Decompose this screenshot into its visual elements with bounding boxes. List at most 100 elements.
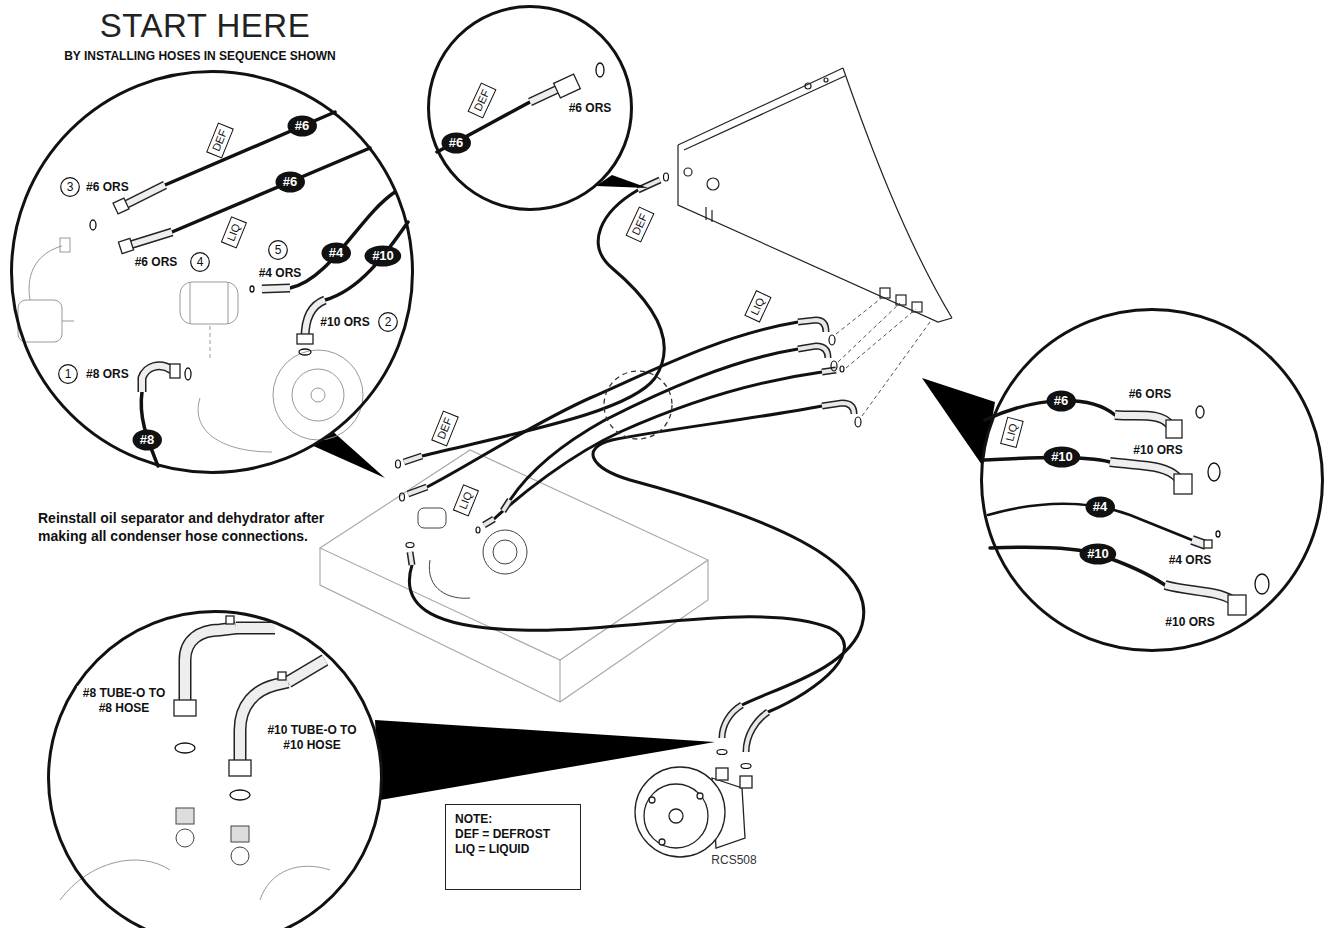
- o-ring: [250, 286, 254, 292]
- hose: [510, 349, 798, 500]
- badge-fill: [441, 133, 470, 154]
- fitting-nut: [554, 74, 581, 98]
- number-circle: [269, 241, 288, 260]
- hose-size: #8: [132, 429, 162, 451]
- hose-size: #6: [441, 132, 471, 154]
- badge-fill: [287, 116, 316, 137]
- hose-tag: DEF: [431, 410, 459, 446]
- step-number-circle: 3: [60, 177, 80, 197]
- leader-line: [836, 296, 884, 334]
- compressor: [740, 776, 752, 788]
- hose-tag: DEF: [468, 82, 497, 118]
- fitting: [530, 88, 560, 102]
- fitting-label: #4 ORS: [1167, 553, 1214, 568]
- badge-fill: [1046, 391, 1075, 412]
- fitting-label: #10 TUBE-O TO #10 HOSE: [261, 723, 363, 753]
- o-ring: [90, 63, 1269, 800]
- instruction-note: Reinstall oil separator and dehydrator a…: [38, 509, 338, 545]
- step-number: 2: [378, 312, 398, 332]
- hose-size: #6: [287, 115, 317, 137]
- detail-circle-outline: [982, 310, 1323, 651]
- o-ring: [396, 173, 862, 769]
- ghost-part: [260, 866, 330, 900]
- badge-fill: [275, 172, 304, 193]
- hose-size-badge: #4: [321, 242, 351, 264]
- hose-size-badge: #8: [132, 429, 162, 451]
- hose-tag: LIQ: [221, 216, 247, 248]
- hose-size-badge: #6: [1046, 390, 1076, 412]
- evaporator-unit: [912, 302, 922, 312]
- fitting: [404, 180, 854, 752]
- detail-circle: #6 ORS DEF #6: [427, 5, 633, 211]
- ghost-part: [180, 282, 238, 324]
- hose-tag: DEF: [206, 122, 234, 158]
- o-ring: [1196, 406, 1204, 418]
- step-number-circle: 1: [58, 364, 78, 384]
- ghost-part: [29, 246, 62, 300]
- fitting-label: #8 TUBE-O TO #8 HOSE: [77, 686, 171, 716]
- hose-tag-text: DEF: [210, 127, 230, 152]
- compressor: [659, 839, 665, 845]
- detail-ground: [11, 6, 1323, 928]
- detail-ground: [11, 71, 413, 473]
- evaporator-unit: [678, 145, 952, 322]
- ghost-part: [198, 398, 272, 452]
- compressor: [716, 768, 728, 780]
- hose-size-badge: #10: [1043, 446, 1081, 468]
- step-number: 4: [190, 252, 210, 272]
- o-ring: [400, 493, 405, 501]
- hose: [494, 372, 822, 519]
- o-ring: [299, 349, 311, 355]
- shape-outline: [47, 610, 383, 928]
- number-circle: [59, 365, 78, 384]
- leader-line: [836, 296, 930, 416]
- fitting-label: #8 ORS: [84, 367, 131, 382]
- ghost-part: [18, 238, 363, 900]
- fitting-nut: [174, 700, 196, 716]
- compressor-port: [231, 847, 249, 865]
- ghost-part: [190, 282, 228, 324]
- condenser-parts: [483, 530, 527, 574]
- detail-circle-outline: [12, 72, 413, 473]
- step-number: 3: [60, 177, 80, 197]
- hose-size: #4: [321, 242, 351, 264]
- badge-fill: [321, 243, 350, 264]
- number-circle: [379, 313, 398, 332]
- hose-size-badge: #10: [364, 245, 402, 267]
- o-ring: [230, 790, 250, 800]
- compressor: [669, 809, 683, 823]
- fitting-label: #6 ORS: [567, 101, 614, 116]
- hose-tag-text: DEF: [629, 211, 650, 236]
- compressor-port: [176, 808, 194, 824]
- hose: [409, 190, 863, 712]
- fitting: [404, 180, 854, 752]
- fitting-nut: [1228, 595, 1246, 615]
- hose-size: #6: [1046, 390, 1076, 412]
- evaporator-unit: [678, 68, 952, 322]
- hose-size: #10: [364, 245, 402, 267]
- hose-size: #4: [1085, 496, 1115, 518]
- fitting: [1110, 415, 1232, 600]
- evaporator-unit: [805, 83, 811, 89]
- compressor: [697, 793, 703, 799]
- fitting-nut: [297, 334, 313, 344]
- fitting: [1110, 415, 1232, 600]
- note-text: LIQ = LIQUID: [455, 842, 571, 857]
- hose: [172, 148, 370, 232]
- leader-line: [862, 322, 930, 416]
- fitting-label: #10 ORS: [1131, 443, 1184, 458]
- hose: [409, 565, 844, 712]
- condenser-parts: [418, 508, 446, 528]
- step-number-circle: 2: [378, 312, 398, 332]
- badge-fill: [365, 246, 402, 267]
- detail-circle-outline: [429, 7, 632, 210]
- o-ring: [476, 527, 480, 533]
- fitting-nut: [170, 364, 180, 378]
- evaporator-unit: [843, 68, 952, 318]
- compressor: [635, 767, 725, 857]
- condenser-unit: [320, 450, 708, 702]
- hose-tag-text: LIQ: [457, 489, 476, 510]
- detail-circle: #6 ORS#10 ORS#4 ORS#10 ORS#6LIQ#10#4#10: [980, 308, 1324, 652]
- badge-fill: [132, 430, 161, 451]
